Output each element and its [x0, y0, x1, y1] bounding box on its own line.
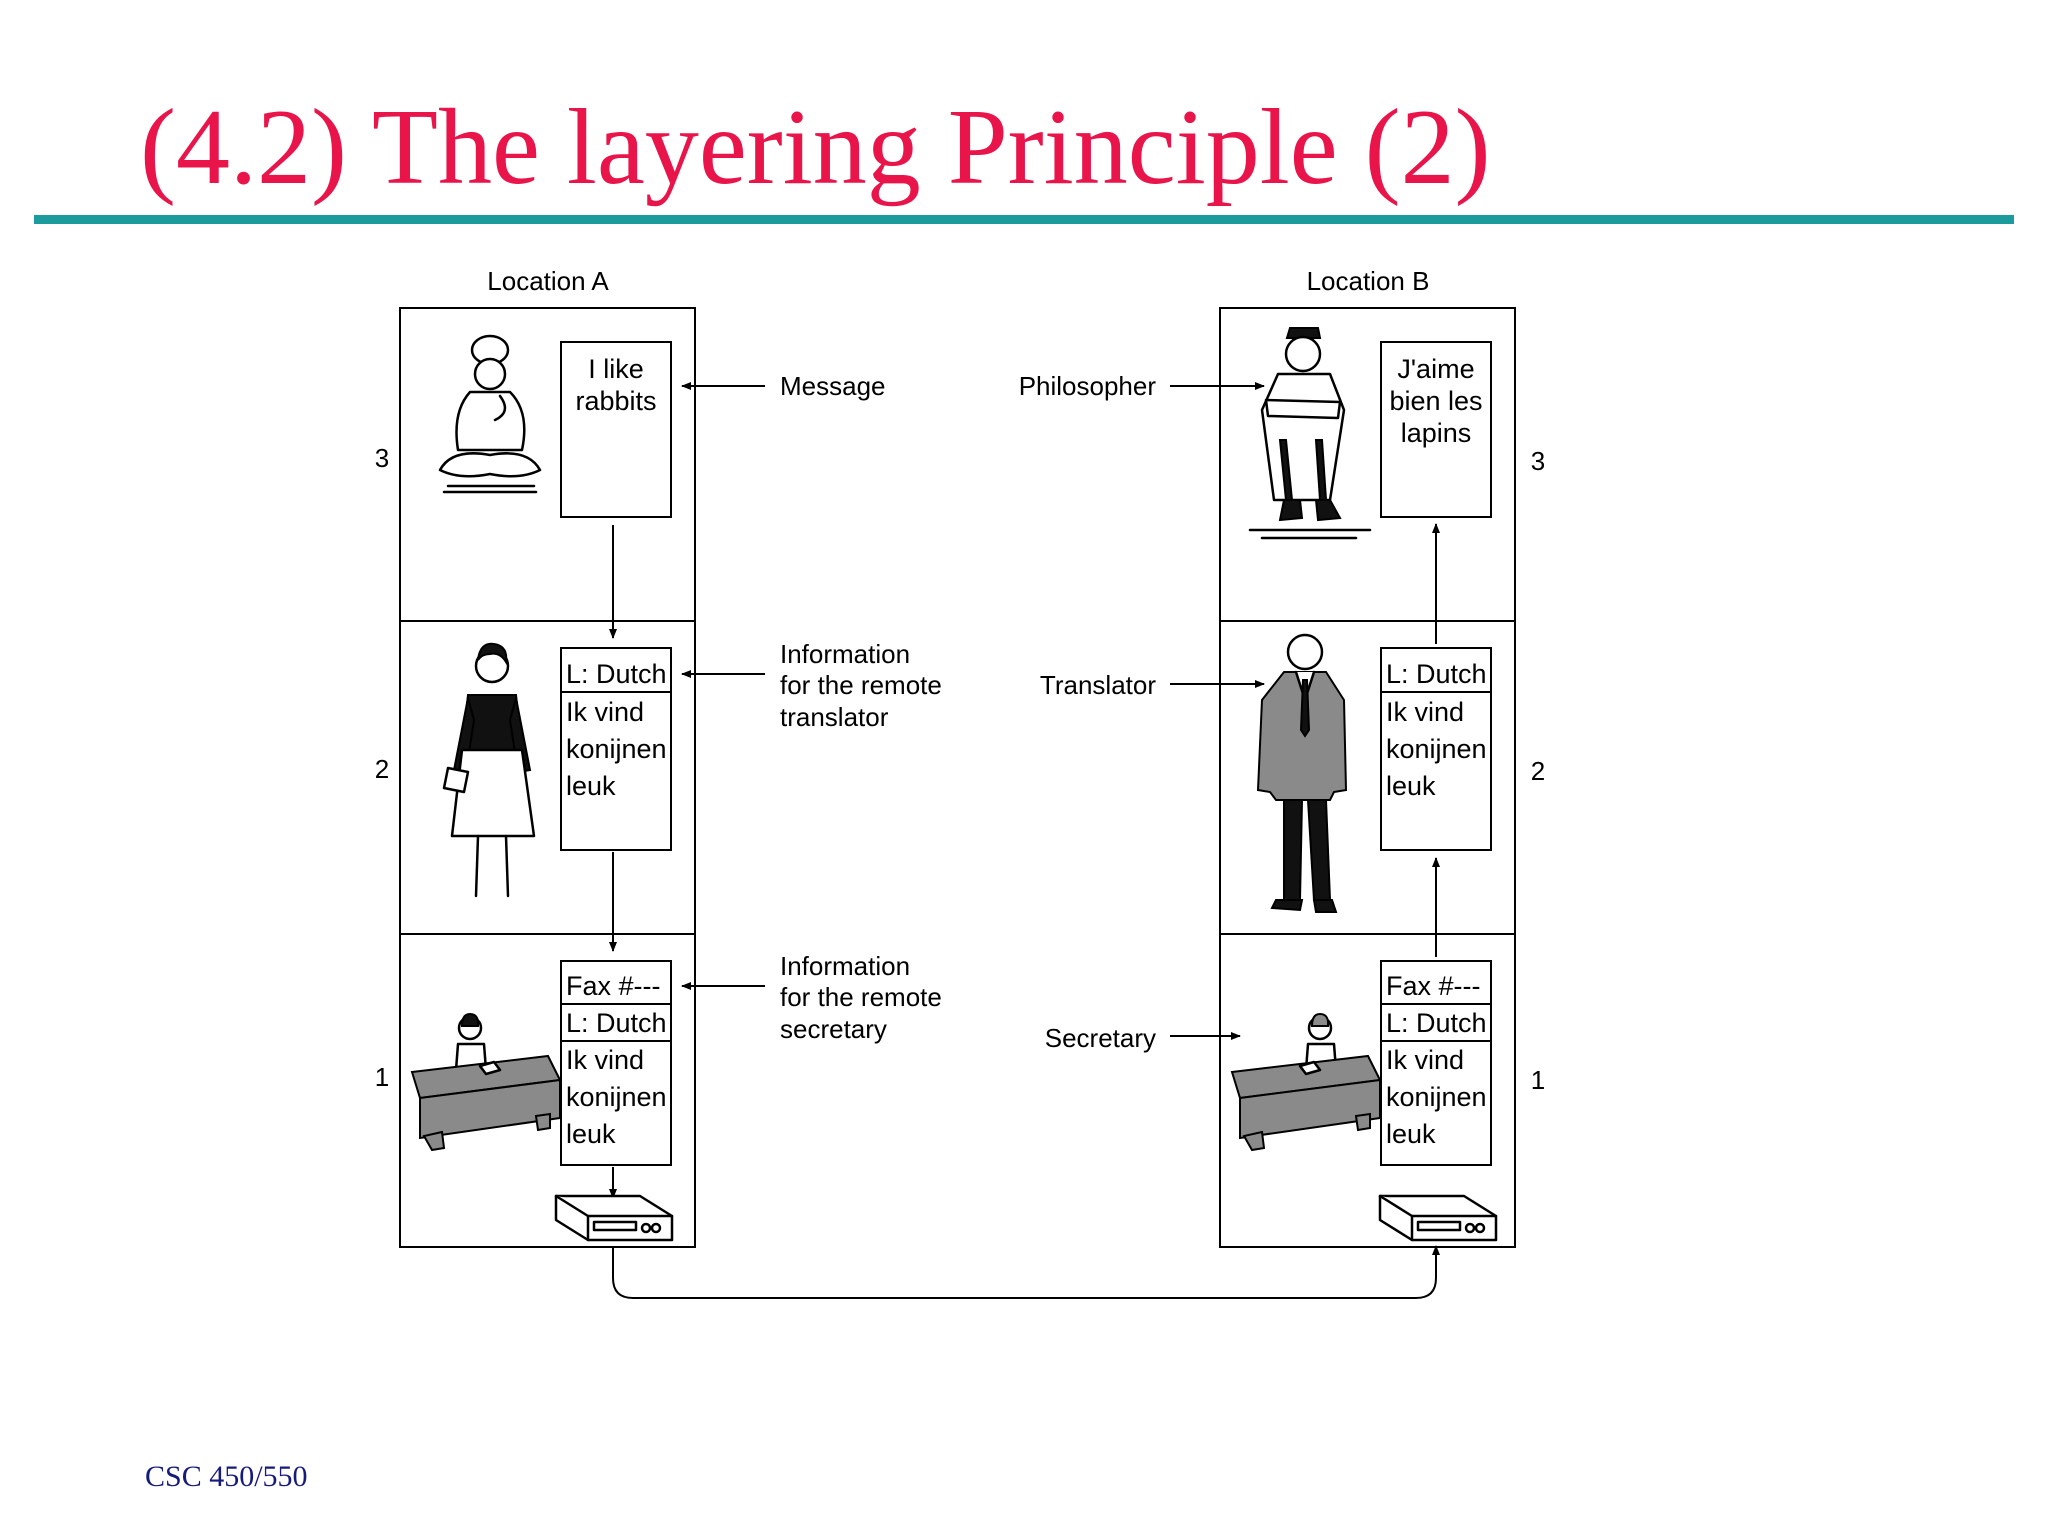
message-a-line-1: I like: [588, 354, 644, 384]
info-secretary-line-1: Information: [780, 951, 910, 981]
message-a-line-2: rabbits: [575, 386, 656, 416]
message-annotation: Message: [780, 371, 886, 401]
translated-b-line-3: konijnen: [1386, 734, 1487, 764]
fax-a-line-2: L: Dutch: [566, 1008, 667, 1038]
fax-machine-b-icon: [1378, 1194, 1498, 1242]
fax-a-line-1: Fax #---: [566, 971, 661, 1001]
fax-box-a: [560, 960, 672, 1166]
translated-a-line-4: leuk: [566, 771, 616, 801]
layer-number-1-a: 1: [375, 1062, 389, 1092]
info-translator-line-3: translator: [780, 702, 889, 732]
layer-number-1-b: 1: [1531, 1065, 1545, 1095]
location-a-label: Location A: [487, 266, 609, 296]
translated-box-b: [1380, 647, 1492, 851]
fax-box-b: [1380, 960, 1492, 1166]
translator-annotation: Translator: [1040, 670, 1156, 700]
transmission-line: [612, 1245, 1440, 1299]
layer-number-3-b: 3: [1531, 446, 1545, 476]
layer-number-3-a: 3: [375, 443, 389, 473]
translator-a-icon: [442, 642, 536, 898]
slide-title: (4.2) The layering Principle (2): [140, 88, 1491, 207]
philosopher-a-icon: [438, 334, 542, 494]
fax-machine-icon: [554, 1194, 674, 1242]
secretary-b-icon: [1230, 1012, 1382, 1152]
translated-box-a: [560, 647, 672, 851]
translated-a-line-1: L: Dutch: [566, 659, 667, 689]
translated-a-line-3: konijnen: [566, 734, 667, 764]
fax-b-line-4: konijnen: [1386, 1082, 1487, 1112]
message-b-line-2: bien les: [1389, 386, 1482, 416]
layer-number-2-a: 2: [375, 754, 389, 784]
philosopher-annotation: Philosopher: [1019, 371, 1157, 401]
message-b-line-3: lapins: [1401, 418, 1472, 448]
title-rule: [34, 215, 2014, 224]
layer-number-2-b: 2: [1531, 756, 1545, 786]
translated-b-line-1: L: Dutch: [1386, 659, 1487, 689]
message-box-b: [1380, 341, 1492, 518]
footer-course-code: CSC 450/550: [145, 1460, 308, 1493]
secretary-a-icon: [410, 1012, 562, 1152]
fax-b-line-3: Ik vind: [1386, 1045, 1464, 1075]
info-translator-line-1: Information: [780, 639, 910, 669]
translator-b-icon: [1256, 633, 1348, 913]
fax-a-line-5: leuk: [566, 1119, 616, 1149]
location-b-label: Location B: [1307, 266, 1430, 296]
fax-b-line-1: Fax #---: [1386, 971, 1481, 1001]
info-translator-line-2: for the remote: [780, 670, 942, 700]
fax-b-line-5: leuk: [1386, 1119, 1436, 1149]
message-b-line-1: J'aime: [1397, 354, 1474, 384]
secretary-annotation: Secretary: [1045, 1023, 1156, 1053]
message-box-a: [560, 341, 672, 518]
translated-b-line-4: leuk: [1386, 771, 1436, 801]
fax-b-line-2: L: Dutch: [1386, 1008, 1487, 1038]
info-secretary-line-2: for the remote: [780, 982, 942, 1012]
translated-b-line-2: Ik vind: [1386, 697, 1464, 727]
info-secretary-line-3: secretary: [780, 1014, 887, 1044]
translated-a-line-2: Ik vind: [566, 697, 644, 727]
fax-a-line-4: konijnen: [566, 1082, 667, 1112]
fax-a-line-3: Ik vind: [566, 1045, 644, 1075]
philosopher-b-icon: [1248, 327, 1372, 540]
